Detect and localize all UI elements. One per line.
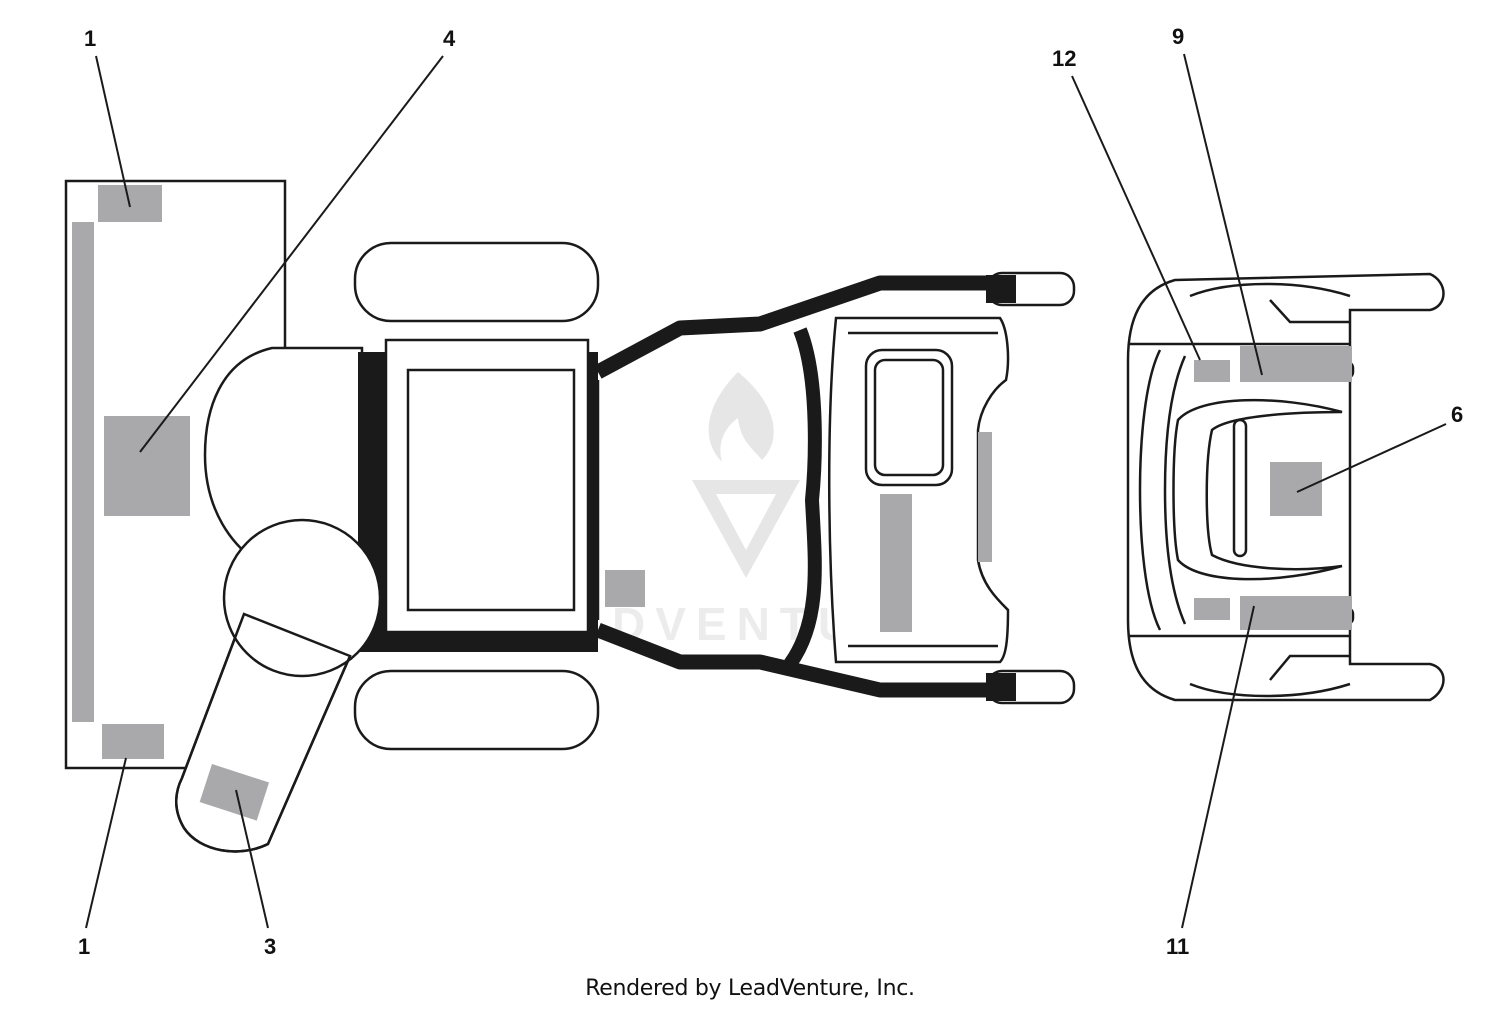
- frame-panel: [384, 338, 590, 634]
- control-console: [827, 316, 1010, 664]
- decal-4: [104, 416, 190, 516]
- callout-1-bottom: 1: [78, 934, 90, 959]
- decal-frame: [605, 570, 645, 607]
- decal-1-bottom: [102, 724, 164, 759]
- footer-credit: Rendered by LeadVenture, Inc.: [585, 976, 915, 1001]
- rear-view: [1126, 272, 1445, 702]
- top-wheel: [353, 241, 600, 323]
- callout-4: 4: [443, 26, 456, 51]
- callout-6: 6: [1451, 402, 1463, 427]
- callout-labels: 1 4 12 9 6 1 3 11: [78, 24, 1463, 959]
- discharge-chute: [175, 518, 382, 853]
- handle-assembly: [594, 271, 1076, 705]
- decal-11: [1240, 596, 1352, 630]
- callout-11: 11: [1166, 934, 1189, 959]
- callout-1-top: 1: [84, 26, 96, 51]
- decal-12: [1194, 360, 1230, 382]
- callout-9: 9: [1172, 24, 1184, 49]
- callout-3: 3: [264, 934, 276, 959]
- callout-12: 12: [1052, 46, 1076, 71]
- leader-lines: [85, 53, 1447, 929]
- bottom-wheel: [353, 669, 600, 751]
- decal-3: [199, 764, 270, 821]
- decal-rear-lower: [1194, 598, 1230, 620]
- decal-6: [1270, 462, 1322, 516]
